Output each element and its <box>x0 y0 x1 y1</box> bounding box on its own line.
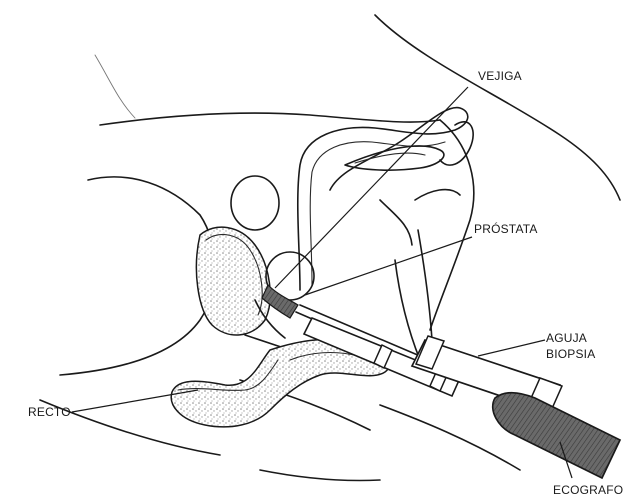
label-prostate: PRÓSTATA <box>474 221 538 236</box>
bladder-shape <box>298 108 473 290</box>
leader-prostate <box>305 237 472 295</box>
label-needle-line1: AGUJA <box>546 331 587 345</box>
pelvic-bone <box>196 227 270 335</box>
leader-bladder <box>275 87 468 288</box>
label-bladder: VEJIGA <box>478 69 522 83</box>
label-ultrasound: ECOGRAFO <box>553 483 623 497</box>
label-needle-line2: BIOPSIA <box>546 347 595 361</box>
pubic-bone <box>231 176 279 230</box>
label-rectum: RECTO <box>28 405 71 419</box>
leader-needle <box>478 340 545 356</box>
